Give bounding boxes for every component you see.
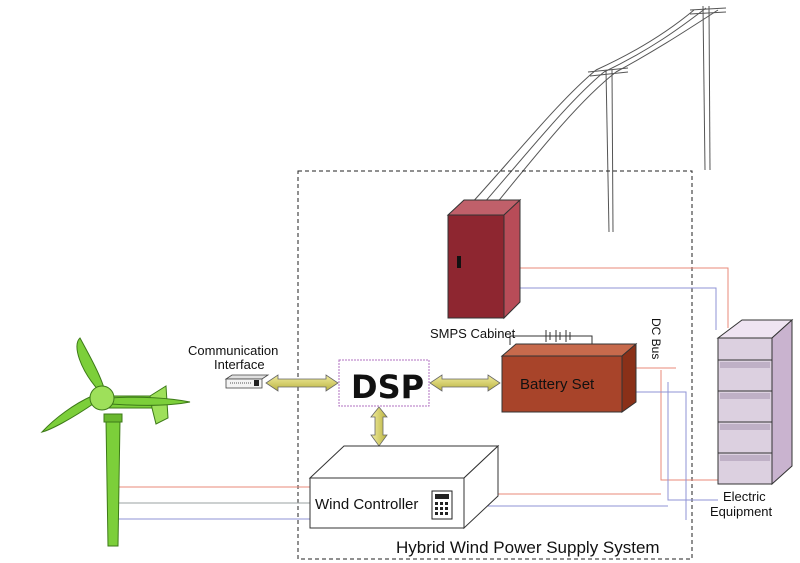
system-title: Hybrid Wind Power Supply System — [396, 538, 660, 557]
arrow-comm-dsp — [265, 374, 339, 392]
smps-cabinet-label: SMPS Cabinet — [430, 326, 516, 341]
communication-label-line2: Interface — [214, 357, 265, 372]
power-line-poles — [469, 5, 727, 233]
battery-symbol-icon — [545, 330, 571, 342]
wind-turbine — [40, 337, 191, 547]
wind-controller-label: Wind Controller — [315, 496, 418, 513]
electric-equipment-rack — [716, 318, 794, 486]
wiring — [118, 267, 729, 520]
battery-set-label: Battery Set — [520, 376, 595, 393]
arrow-dsp-controller — [370, 406, 388, 447]
communication-label-line1: Communication — [188, 343, 278, 358]
dsp-label: DSP — [351, 368, 424, 406]
smps-cabinet — [446, 198, 522, 320]
electric-label-line2: Equipment — [710, 504, 773, 519]
dsp-unit — [338, 359, 430, 407]
calculator-icon — [431, 490, 453, 520]
system-boundary — [297, 170, 693, 560]
communication-device — [224, 374, 270, 389]
dc-bus-label: DC Bus — [649, 318, 663, 359]
arrow-dsp-battery — [429, 374, 501, 392]
electric-label-line1: Electric — [723, 489, 766, 504]
wind-controller — [308, 444, 500, 530]
battery-set — [500, 342, 638, 413]
